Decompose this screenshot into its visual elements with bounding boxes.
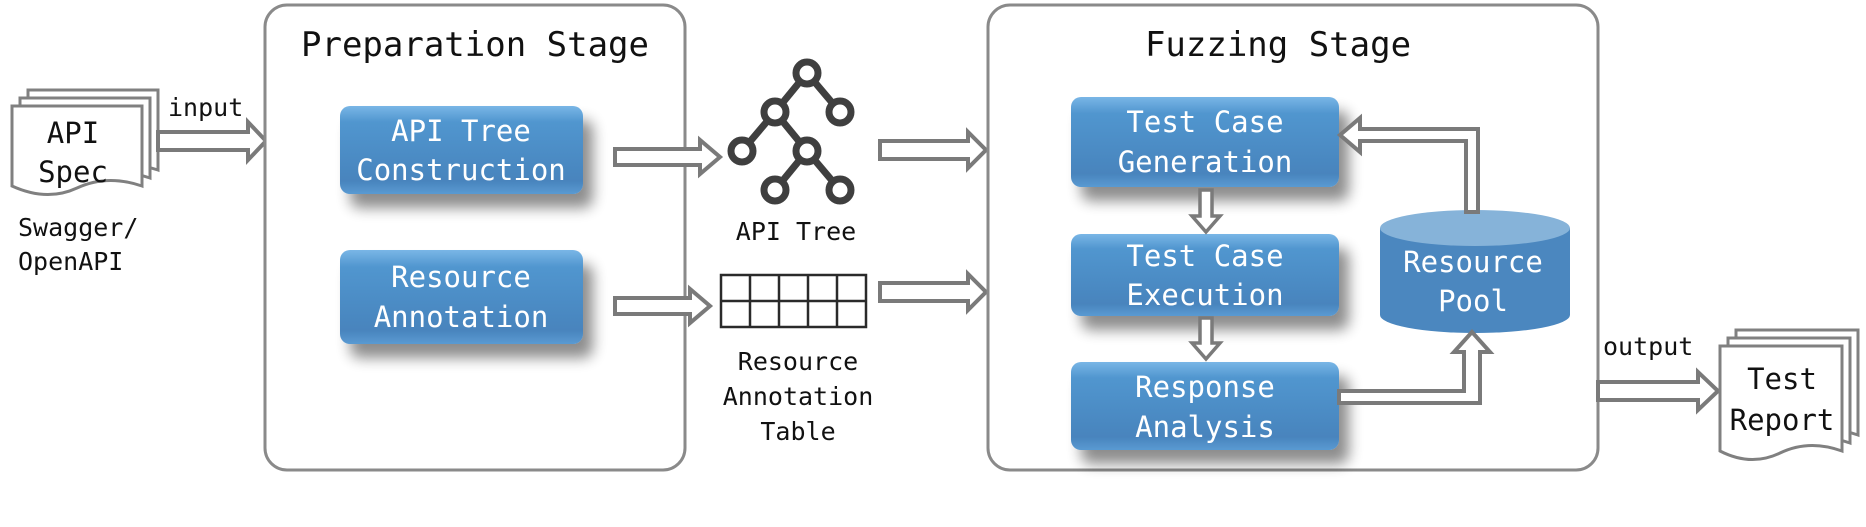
arrow-generation-to-execution xyxy=(1188,188,1224,235)
response-analysis-box xyxy=(1071,362,1339,450)
test-case-generation-line1: Test Case xyxy=(1126,105,1283,139)
output-arrow xyxy=(1596,367,1721,415)
fuzzing-stage-title: Fuzzing Stage xyxy=(1145,25,1411,65)
table-label-line2: Annotation xyxy=(723,382,874,411)
preparation-stage-title: Preparation Stage xyxy=(301,25,649,65)
openapi-caption: OpenAPI xyxy=(18,247,123,276)
output-label: output xyxy=(1603,332,1693,361)
api-tree-construction-line2: Construction xyxy=(356,153,566,187)
resource-pool-line1: Resource xyxy=(1403,245,1543,279)
table-label-line1: Resource xyxy=(738,347,858,376)
input-label: input xyxy=(168,93,243,122)
table-grid-icon xyxy=(719,273,868,329)
test-case-execution-line1: Test Case xyxy=(1126,239,1283,273)
arrow-annotation-to-table xyxy=(613,284,714,328)
api-tree-construction-box xyxy=(340,106,583,194)
input-arrow xyxy=(156,116,269,166)
arrow-execution-to-analysis xyxy=(1188,316,1224,362)
resource-annotation-box xyxy=(340,250,583,344)
api-spec-line2: Spec xyxy=(38,155,108,189)
response-analysis-line1: Response xyxy=(1135,370,1275,404)
resource-annotation-line2: Annotation xyxy=(374,300,549,334)
arrow-tree-to-fuzzing xyxy=(878,127,989,173)
api-tree-label: API Tree xyxy=(736,217,856,246)
arrow-analysis-to-pool xyxy=(1337,329,1495,405)
test-report-line1: Test xyxy=(1747,362,1817,396)
api-tree-icon xyxy=(727,58,855,205)
test-case-generation-box xyxy=(1071,97,1339,187)
arrow-table-to-fuzzing xyxy=(878,269,989,315)
api-spec-document-icon xyxy=(10,88,160,197)
test-report-line2: Report xyxy=(1730,403,1835,437)
test-case-execution-line2: Execution xyxy=(1126,278,1283,312)
response-analysis-line2: Analysis xyxy=(1135,410,1275,444)
arrow-construction-to-tree xyxy=(613,135,724,179)
api-tree-construction-line1: API Tree xyxy=(391,114,531,148)
arrow-pool-to-generation xyxy=(1336,113,1480,214)
test-case-execution-box xyxy=(1071,234,1339,316)
resource-pool-cylinder xyxy=(1380,210,1570,333)
resource-pool-line2: Pool xyxy=(1438,284,1508,318)
test-report-document-icon xyxy=(1718,328,1860,462)
swagger-caption: Swagger/ xyxy=(18,213,138,242)
resource-annotation-line1: Resource xyxy=(391,260,531,294)
preparation-stage-frame xyxy=(263,3,687,472)
table-label-line3: Table xyxy=(760,417,835,446)
test-case-generation-line2: Generation xyxy=(1118,145,1293,179)
api-spec-line1: API xyxy=(47,116,99,150)
